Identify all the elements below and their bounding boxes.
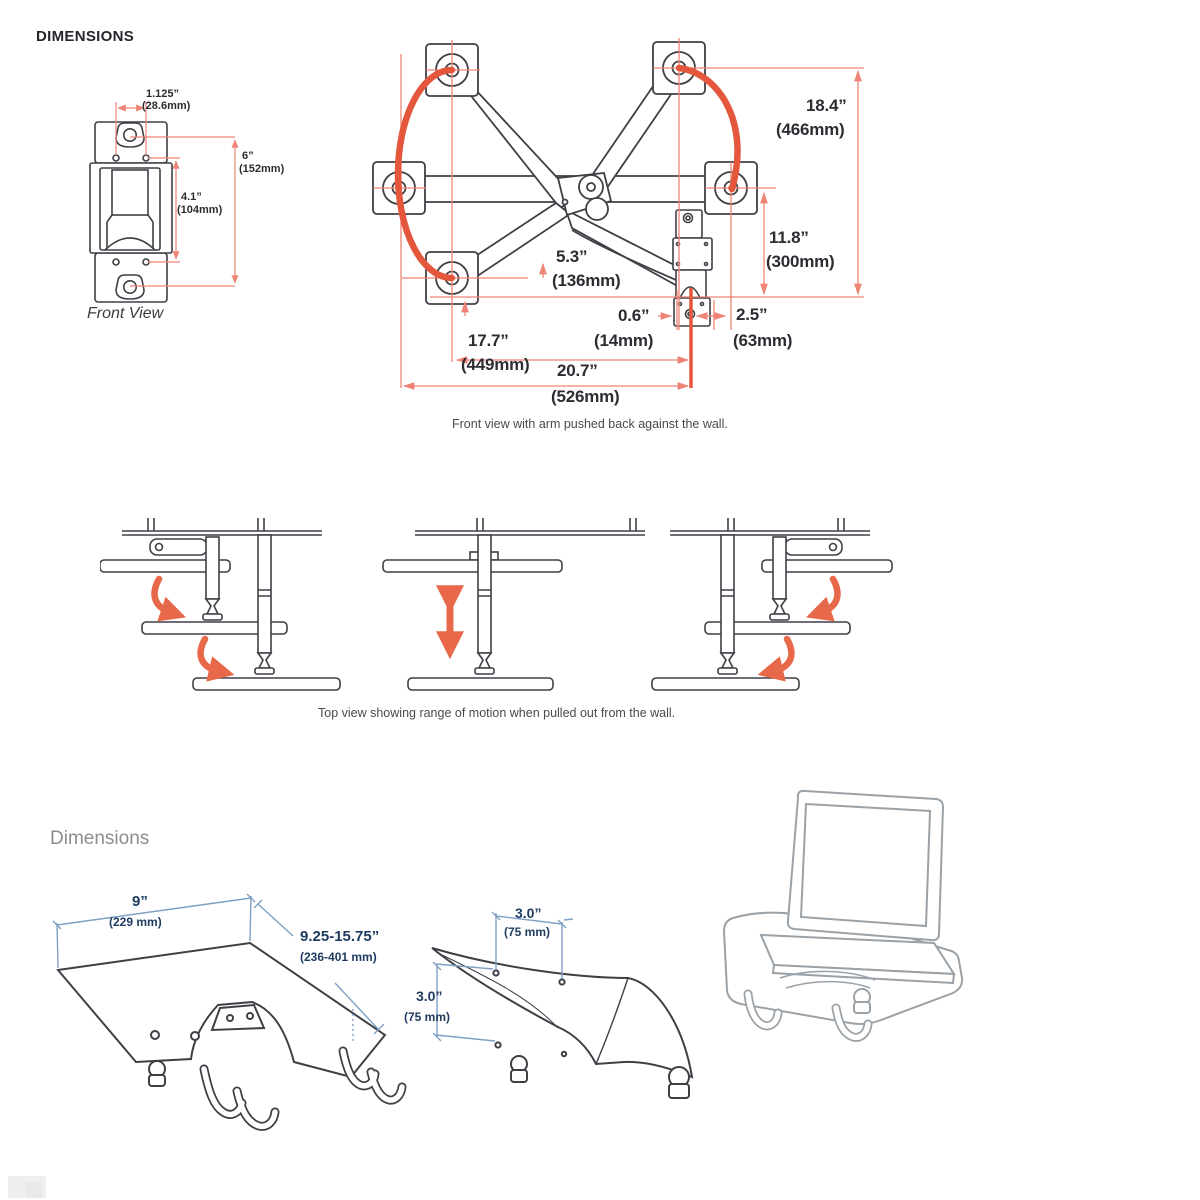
laptop-tray-hooks (743, 988, 873, 1042)
tray-hooks-fill (201, 1048, 405, 1130)
bracket-dimension-lines (115, 102, 239, 287)
top-view-caption: Top view showing range of motion when pu… (318, 706, 676, 720)
dim-offset-mm: (136mm) (552, 271, 621, 290)
dim-vesa-height-in: 3.0” (416, 988, 443, 1004)
tray-rear-figure (431, 911, 694, 1099)
watermark-inner (26, 1182, 42, 1198)
dim-reach-mm: (449mm) (461, 355, 530, 374)
wall-mount-bracket (672, 209, 713, 327)
tray-iso-figure (52, 893, 407, 1131)
dim-tray-width-mm: (229 mm) (109, 915, 162, 929)
plate-center-dots (396, 65, 734, 281)
dim-drop-in: 11.8” (769, 228, 809, 247)
bracket-outline (89, 121, 173, 303)
dim-hole-height-in: 4.1” (181, 191, 202, 203)
dim-hole-spacing-mm: (28.6mm) (142, 100, 191, 112)
dim-hole-spacing-in: 1.125” (146, 88, 180, 100)
tray-notch-lines (779, 970, 876, 989)
dim-offset-in: 5.3” (556, 247, 588, 266)
tray-body (56, 941, 387, 1087)
dim-vesa-width-mm: (75 mm) (504, 925, 551, 939)
dim-drop-mm: (300mm) (766, 252, 835, 271)
front-view-caption: Front View (87, 305, 164, 322)
dim-height-mm: (152mm) (239, 163, 285, 175)
tray-rear-body (431, 947, 694, 1099)
dim-gap-mm: (14mm) (594, 331, 654, 350)
dim-reach-in: 17.7” (468, 331, 509, 350)
tray-rear-dimension-lines (432, 911, 574, 1042)
dim-tray-depth-in: 9.25-15.75” (300, 928, 380, 945)
dim-tray-depth-mm: (236-401 mm) (300, 950, 377, 964)
dim-hole-height-mm: (104mm) (177, 204, 223, 216)
front-view-bracket-figure (89, 102, 239, 303)
motion-arcs (394, 64, 741, 282)
dim-lift-in: 18.4” (806, 96, 847, 115)
arm-links (444, 58, 693, 296)
dim-lift-mm: (466mm) (776, 120, 845, 139)
dim-vesa-width-in: 3.0” (515, 905, 542, 921)
dim-side-in: 2.5” (736, 305, 768, 324)
laptop (759, 789, 956, 985)
dim-gap-in: 0.6” (618, 306, 650, 325)
page-title: DIMENSIONS (36, 28, 135, 45)
top-view-right (652, 518, 892, 690)
dimension-lines (402, 69, 862, 390)
dim-side-mm: (63mm) (733, 331, 793, 350)
dim-height-in: 6” (242, 150, 254, 162)
arm-view-caption: Front view with arm pushed back against … (452, 417, 728, 431)
top-view-middle (382, 518, 645, 691)
dim-vesa-height-mm: (75 mm) (404, 1010, 451, 1024)
top-view-left (100, 518, 341, 691)
dim-width-in: 20.7” (557, 361, 598, 380)
dim-width-mm: (526mm) (551, 387, 620, 406)
dim-tray-width-in: 9” (132, 893, 148, 910)
top-view-figure (100, 495, 1000, 705)
arm-range-figure (372, 38, 864, 390)
tray-dimension-lines (52, 893, 385, 1041)
tray-section-title: Dimensions (50, 828, 150, 849)
laptop-on-tray-figure (722, 789, 964, 1042)
